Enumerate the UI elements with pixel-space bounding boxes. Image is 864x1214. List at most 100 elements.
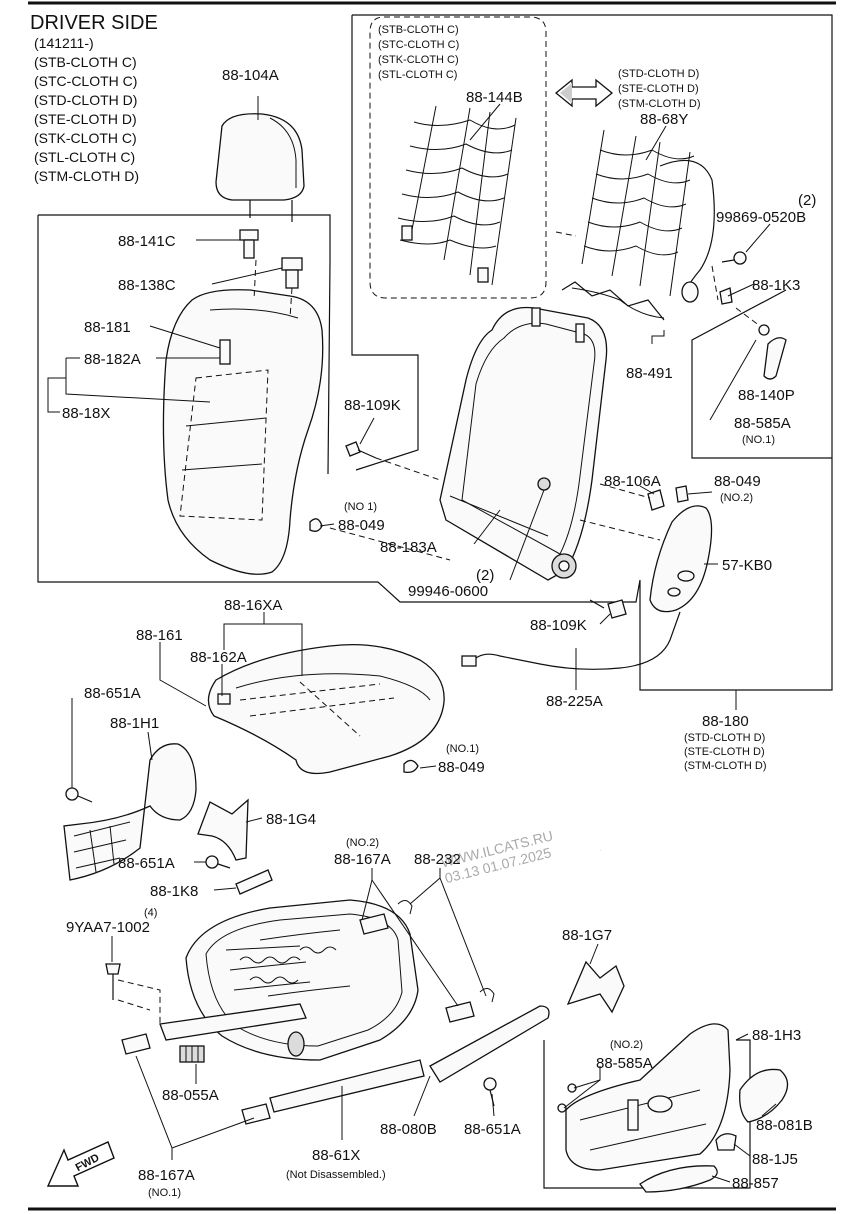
backframe-group-outline	[352, 14, 833, 459]
bolt-651A-c	[483, 1077, 497, 1107]
diagram-title: DRIVER SIDE	[30, 12, 158, 34]
callout-99946-0600: 99946-0600	[408, 583, 488, 600]
side-shield-57KB0	[649, 505, 713, 613]
callout-88-61X: 88-61X	[312, 1147, 360, 1164]
callout-88-585A-b: 88-585A	[596, 1055, 653, 1072]
clip-049-c	[403, 759, 419, 774]
callout-88-109K-a: 88-109K	[344, 397, 401, 414]
callout-88-16XA: 88-16XA	[224, 597, 282, 614]
callout-qty-4: (4)	[144, 907, 157, 919]
callout-049-note-a: (NO 1)	[344, 501, 377, 513]
callout-99869-0520B: 99869-0520B	[716, 209, 806, 226]
inset-right-variant-1: (STE-CLOTH D)	[618, 83, 699, 95]
inset-right-variant-2: (STM-CLOTH D)	[618, 98, 701, 110]
clip-585A-no2-a	[567, 1083, 577, 1093]
callout-9YAA7-1002: 9YAA7-1002	[66, 919, 150, 936]
trim-1G4	[197, 798, 249, 861]
rail-cover-080B	[429, 1005, 550, 1083]
callout-88-106A: 88-106A	[604, 473, 661, 490]
clip-232-a	[397, 900, 413, 915]
nut-99946	[537, 477, 551, 491]
callout-049-note-c: (NO.1)	[446, 743, 479, 755]
callout-585A-note-b: (NO.2)	[610, 1039, 643, 1051]
inset-right-variant-0: (STD-CLOTH D)	[618, 68, 699, 80]
inset-variant-box	[369, 16, 547, 299]
callout-88-651A-c: 88-651A	[464, 1121, 521, 1138]
variant-5: (STK-CLOTH C)	[34, 130, 137, 146]
knob-081B	[739, 1068, 789, 1123]
bolt-99869	[721, 251, 747, 265]
inset-variant-0: (STB-CLOTH C)	[378, 24, 459, 36]
callout-88-055A: 88-055A	[162, 1087, 219, 1104]
motor-055A	[179, 1045, 205, 1063]
callouts: 88-104A 88-144B 88-68Y (2) 99869-0520B 8…	[62, 67, 816, 1199]
callout-88-68Y: 88-68Y	[640, 111, 688, 128]
bolt-109K-b	[589, 599, 627, 619]
clip-1K3	[719, 287, 733, 305]
clip-232-b	[479, 988, 495, 1003]
bolt-9YAA7	[105, 963, 121, 1000]
inset-variant-2: (STK-CLOTH C)	[378, 54, 459, 66]
fwd-arrow-icon: FWD	[46, 1141, 115, 1187]
callout-88-651A-b: 88-651A	[118, 855, 175, 872]
callout-61X-note: (Not Disassembled.)	[286, 1169, 386, 1181]
callout-88-141C: 88-141C	[118, 233, 176, 250]
callout-88-232: 88-232	[414, 851, 461, 868]
seatback-group-outline	[37, 215, 833, 691]
callout-88-144B: 88-144B	[466, 89, 523, 106]
variant-6: (STL-CLOTH C)	[34, 149, 135, 165]
clip-167A-no2-a	[359, 913, 389, 935]
cable-225A-end	[461, 655, 477, 667]
callout-qty-2b: (2)	[476, 567, 494, 584]
headrest	[215, 113, 305, 222]
callout-88-080B: 88-080B	[380, 1121, 437, 1138]
callout-88-161: 88-161	[136, 627, 183, 644]
inset-variant-3: (STL-CLOTH C)	[378, 69, 457, 81]
dash-9YAA7	[117, 979, 161, 1026]
callout-049-note-b: (NO.2)	[720, 492, 753, 504]
callout-88-1K8: 88-1K8	[150, 883, 198, 900]
bolt-651A-b	[205, 855, 231, 869]
callout-88-585A-top: 88-585A	[734, 415, 791, 432]
callout-88-1H3: 88-1H3	[752, 1027, 801, 1044]
seatback-group-outline-top	[38, 214, 331, 262]
callout-585A-note-top: (NO.1)	[742, 434, 775, 446]
callout-88-167A-bottom: 88-167A	[138, 1167, 195, 1184]
callout-88-1J5: 88-1J5	[752, 1151, 798, 1168]
spring-mat-68Y	[571, 129, 715, 319]
callout-167A-note-bottom: (NO.1)	[148, 1187, 181, 1199]
clip-141C	[239, 229, 259, 259]
callout-180-variant-0: (STD-CLOTH D)	[684, 732, 765, 744]
clip-167A-no2-b	[445, 1001, 475, 1023]
side-trim-box	[543, 1039, 751, 1189]
callout-57-KB0: 57-KB0	[722, 557, 772, 574]
leader-lines	[47, 96, 777, 1183]
wire-491	[561, 281, 665, 321]
trim-857	[639, 1165, 718, 1193]
seat-cushion	[207, 643, 445, 775]
callout-88-140P: 88-140P	[738, 387, 795, 404]
callout-88-651A-a: 88-651A	[84, 685, 141, 702]
callout-88-049-b: 88-049	[714, 473, 761, 490]
spring-mat-144B	[397, 105, 517, 286]
bolt-651A-a	[65, 787, 93, 803]
side-cover-1H1	[63, 743, 197, 881]
clip-167A-no1-b	[241, 1103, 271, 1125]
callout-88-167A-top: 88-167A	[334, 851, 391, 868]
callout-88-138C: 88-138C	[118, 277, 176, 294]
side-trim-1H3	[565, 1023, 731, 1171]
seatback-divider	[327, 261, 331, 475]
callout-88-183A: 88-183A	[380, 539, 437, 556]
callout-88-049-c: 88-049	[438, 759, 485, 776]
callout-qty-2a: (2)	[798, 192, 816, 209]
seat-frame-61X	[159, 899, 425, 1113]
knob-1J5	[715, 1133, 737, 1151]
variant-0: (141211-)	[34, 35, 94, 51]
callout-88-109K-b: 88-109K	[530, 617, 587, 634]
assembly-lines	[253, 231, 761, 561]
callout-88-491: 88-491	[626, 365, 673, 382]
lever-140P	[758, 324, 787, 380]
callout-88-182A: 88-182A	[84, 351, 141, 368]
callout-88-180: 88-180	[702, 713, 749, 730]
callout-88-104A: 88-104A	[222, 67, 279, 84]
